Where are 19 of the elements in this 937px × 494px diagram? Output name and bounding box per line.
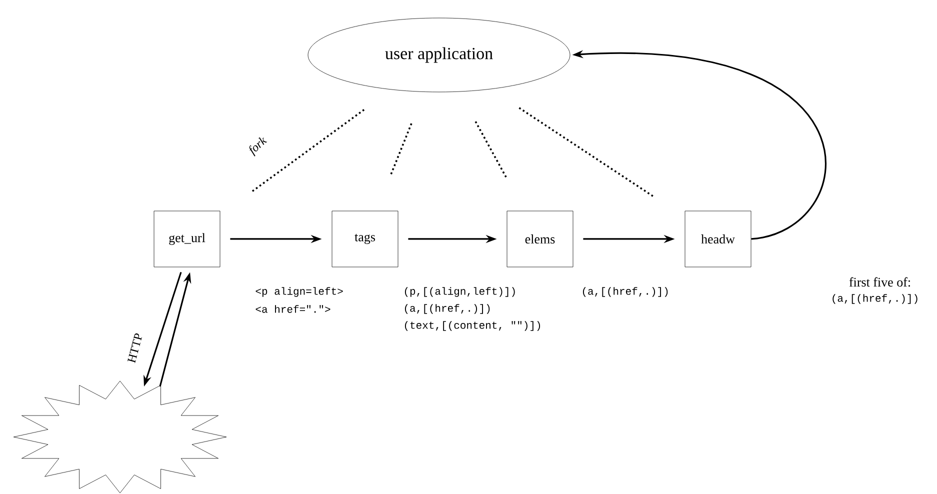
- dotted-line: [390, 123, 412, 176]
- process-box: headw: [684, 210, 752, 268]
- code-text: (p,[(align,left)]): [404, 287, 515, 297]
- code-text: <p align=left>: [256, 287, 343, 297]
- code-text: (a,[(href,.)]): [582, 287, 668, 297]
- note-text: first five of:: [849, 277, 910, 287]
- edge-label: fork: [246, 134, 270, 158]
- code-text: (a,[(href,.)]): [404, 304, 490, 314]
- code-text: (a,[(href,.)]): [832, 294, 918, 304]
- code-text: <a href=".">: [256, 305, 330, 313]
- process-box: elems: [506, 210, 574, 268]
- dotted-line: [474, 121, 508, 178]
- process-box: tags: [332, 210, 398, 268]
- process-box: get_url: [154, 210, 220, 268]
- edge-label: HTTP: [126, 331, 144, 365]
- dotted-line: [518, 107, 654, 197]
- dotted-line: [250, 108, 365, 194]
- code-text: (text,[(content, "")]): [404, 321, 540, 331]
- starburst-shape: [13, 380, 227, 494]
